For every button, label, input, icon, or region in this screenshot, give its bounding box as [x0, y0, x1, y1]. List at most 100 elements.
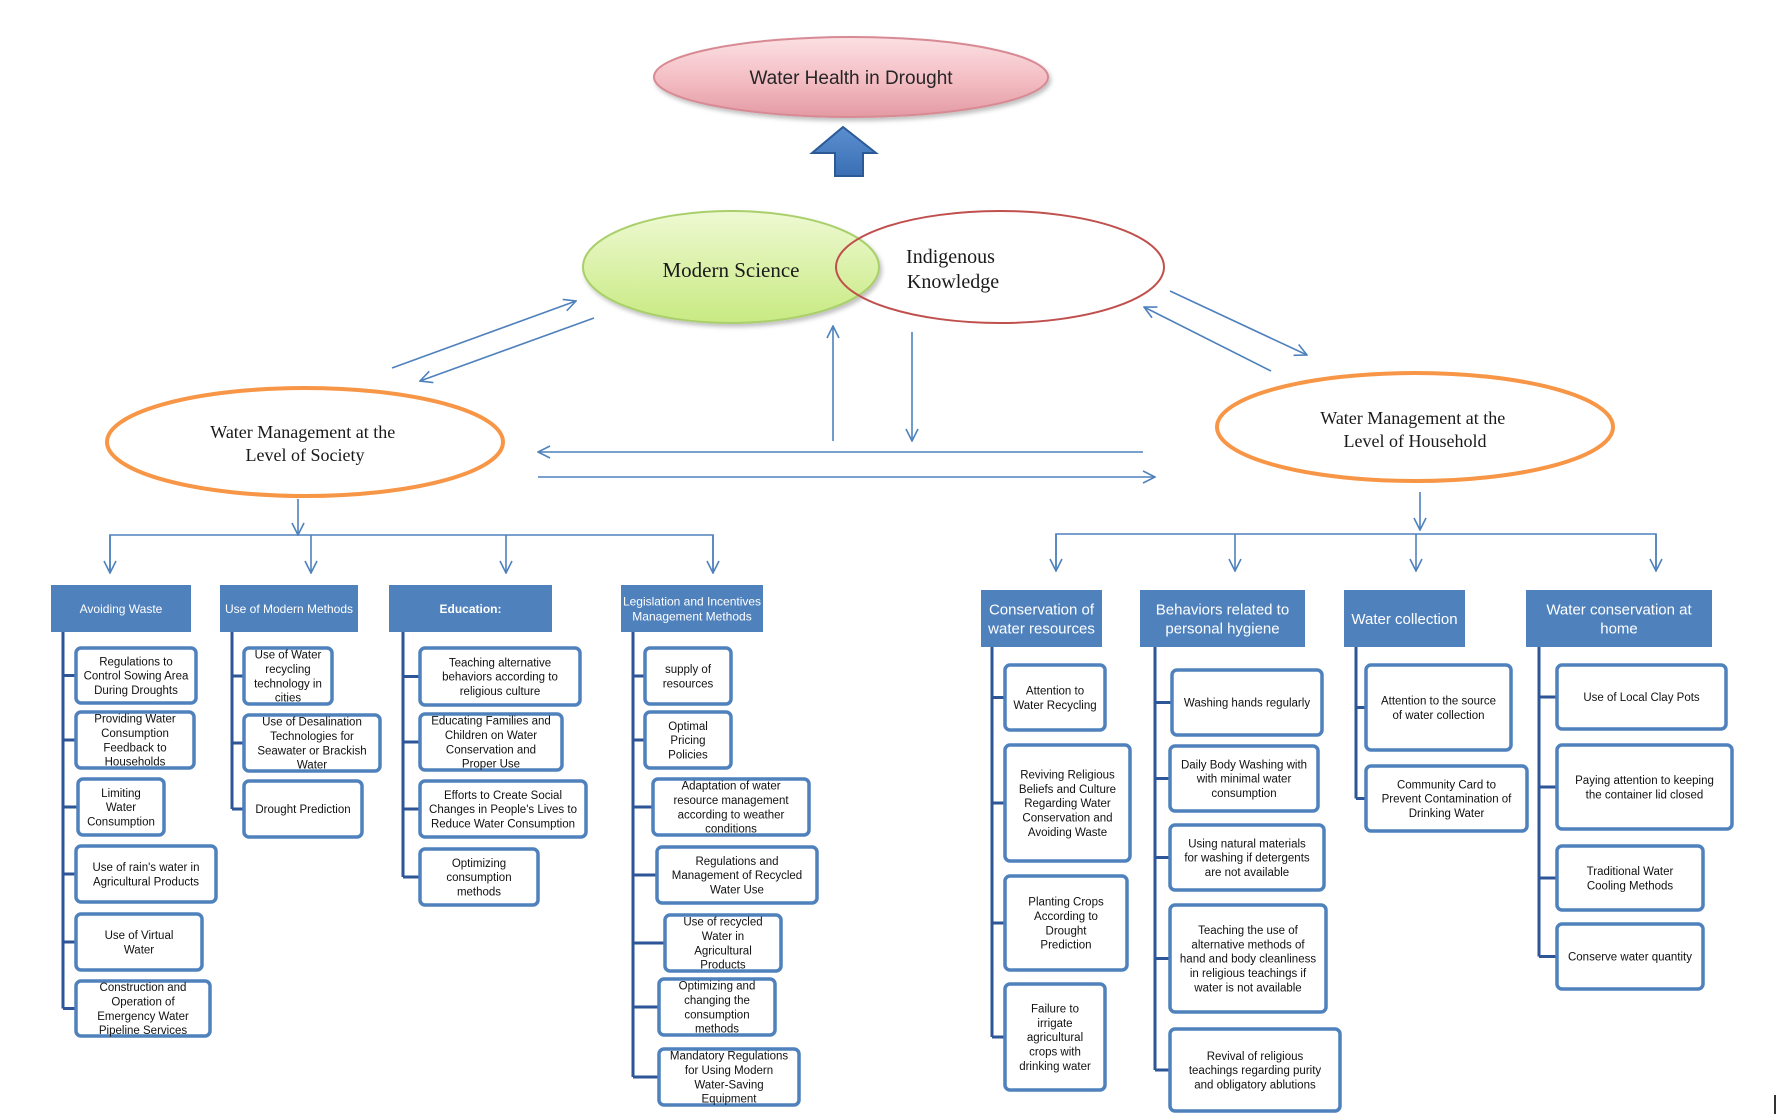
item-box	[74, 912, 204, 972]
item-label-line: according to weather	[678, 809, 785, 821]
indigenous-label-line: Indigenous	[906, 246, 995, 268]
item-label: Conserve water quantity	[1568, 952, 1692, 964]
item-label: Washing hands regularly	[1184, 698, 1310, 710]
item-box	[655, 845, 819, 905]
item-label-line: Consumption	[101, 728, 169, 740]
item-label-line: Limiting	[101, 788, 141, 800]
item-label-line: for Using Modern	[685, 1065, 773, 1077]
item-label-line: Optimal	[668, 721, 708, 733]
item-label-line: Water Use	[710, 885, 764, 897]
item-label-line: Drought Prediction	[255, 804, 350, 816]
item-label-line: Technologies for	[270, 731, 354, 743]
item-label-line: Changes in People's Lives to	[429, 804, 577, 816]
item-label-line: Mandatory Regulations	[670, 1051, 789, 1063]
category-title-line: Water conservation at	[1546, 602, 1692, 619]
category-header	[220, 585, 358, 632]
item-label: Drought Prediction	[255, 804, 350, 816]
item-box	[1168, 1027, 1342, 1113]
item-label-line: recycling	[265, 664, 310, 676]
item-label-line: Emergency Water	[97, 1011, 189, 1023]
item-box	[1555, 844, 1705, 912]
item-label-line: Construction and	[100, 982, 187, 994]
item-label-line: irrigate	[1037, 1018, 1072, 1030]
category-title-line: personal hygiene	[1165, 620, 1279, 637]
item-label-line: for washing if detergents	[1184, 853, 1310, 865]
category-header	[621, 585, 763, 632]
item-box	[657, 1047, 801, 1107]
item-label-line: Use of Virtual	[105, 930, 174, 942]
item-box	[418, 779, 588, 839]
category-title: Avoiding Waste	[80, 602, 163, 616]
item-box	[651, 777, 811, 837]
item-box	[74, 979, 212, 1038]
item-label-line: Beliefs and Culture	[1019, 784, 1116, 796]
item-label-line: According to	[1034, 911, 1098, 923]
item-label-line: Prediction	[1040, 940, 1091, 952]
item-label-line: Reduce Water Consumption	[431, 819, 575, 831]
arrow-household-to-indigenous	[1144, 307, 1272, 372]
household-label-line: Level of Household	[1344, 431, 1487, 451]
item-label-line: technology in	[254, 678, 322, 690]
arrow-society-to-science	[391, 301, 576, 369]
item-label-line: Prevent Contamination of	[1382, 794, 1513, 806]
item-label-line: Planting Crops	[1028, 897, 1104, 909]
item-label-line: Agricultural	[694, 945, 752, 957]
category-title-line: Management Methods	[632, 609, 751, 623]
arrow-indigenous-to-household	[1169, 290, 1307, 355]
item-label-line: Regulations to	[99, 656, 173, 668]
item-label-line: Use of Water	[255, 650, 322, 662]
society-bus-line	[109, 534, 714, 573]
item-label-line: agricultural	[1027, 1032, 1083, 1044]
category-header	[1344, 590, 1465, 647]
item-label-line: Water	[124, 944, 154, 956]
thick-up-arrow-icon	[809, 125, 879, 177]
item-label-line: drinking water	[1019, 1061, 1091, 1073]
item-label-line: cities	[275, 693, 301, 705]
item-label-line: Drought	[1046, 925, 1088, 937]
item-label-line: Conservation and	[446, 744, 536, 756]
item-box	[242, 779, 364, 839]
item-box	[1170, 668, 1324, 737]
item-label-line: Operation of	[111, 996, 175, 1008]
item-label-line: resource management	[673, 795, 789, 807]
item-label-line: Policies	[668, 750, 708, 762]
item-box	[1364, 764, 1529, 833]
item-label-line: Pipeline Services	[99, 1025, 187, 1037]
item-label-line: Feedback to	[103, 742, 166, 754]
svg-text:Indigenous Knowledge: Indigenous Knowledge	[906, 246, 1000, 293]
item-box	[74, 646, 198, 705]
item-label-line: hand and body cleanliness	[1180, 954, 1316, 966]
item-label-line: Households	[105, 757, 166, 769]
society-label-line: Water Management at the	[210, 422, 395, 442]
item-box	[242, 713, 382, 773]
item-label-line: Washing hands regularly	[1184, 698, 1310, 710]
item-box	[663, 913, 783, 973]
indigenous-knowledge-node: Indigenous Knowledge	[835, 210, 1165, 324]
item-box	[74, 710, 196, 770]
item-label-line: Water-Saving	[694, 1079, 763, 1091]
item-label-line: Control Sowing Area	[84, 671, 189, 683]
category-header	[389, 585, 552, 632]
item-label-line: are not available	[1205, 867, 1289, 879]
household-bus-line	[1055, 533, 1657, 571]
item-label-line: behaviors according to	[442, 672, 558, 684]
item-box	[1555, 663, 1728, 731]
item-label-line: Water Recycling	[1013, 700, 1096, 712]
item-label-line: Using natural materials	[1188, 838, 1306, 850]
item-label-line: Teaching the use of	[1198, 925, 1299, 937]
svg-text:Water Management at the: Water Management at the Level of Society	[210, 422, 399, 465]
